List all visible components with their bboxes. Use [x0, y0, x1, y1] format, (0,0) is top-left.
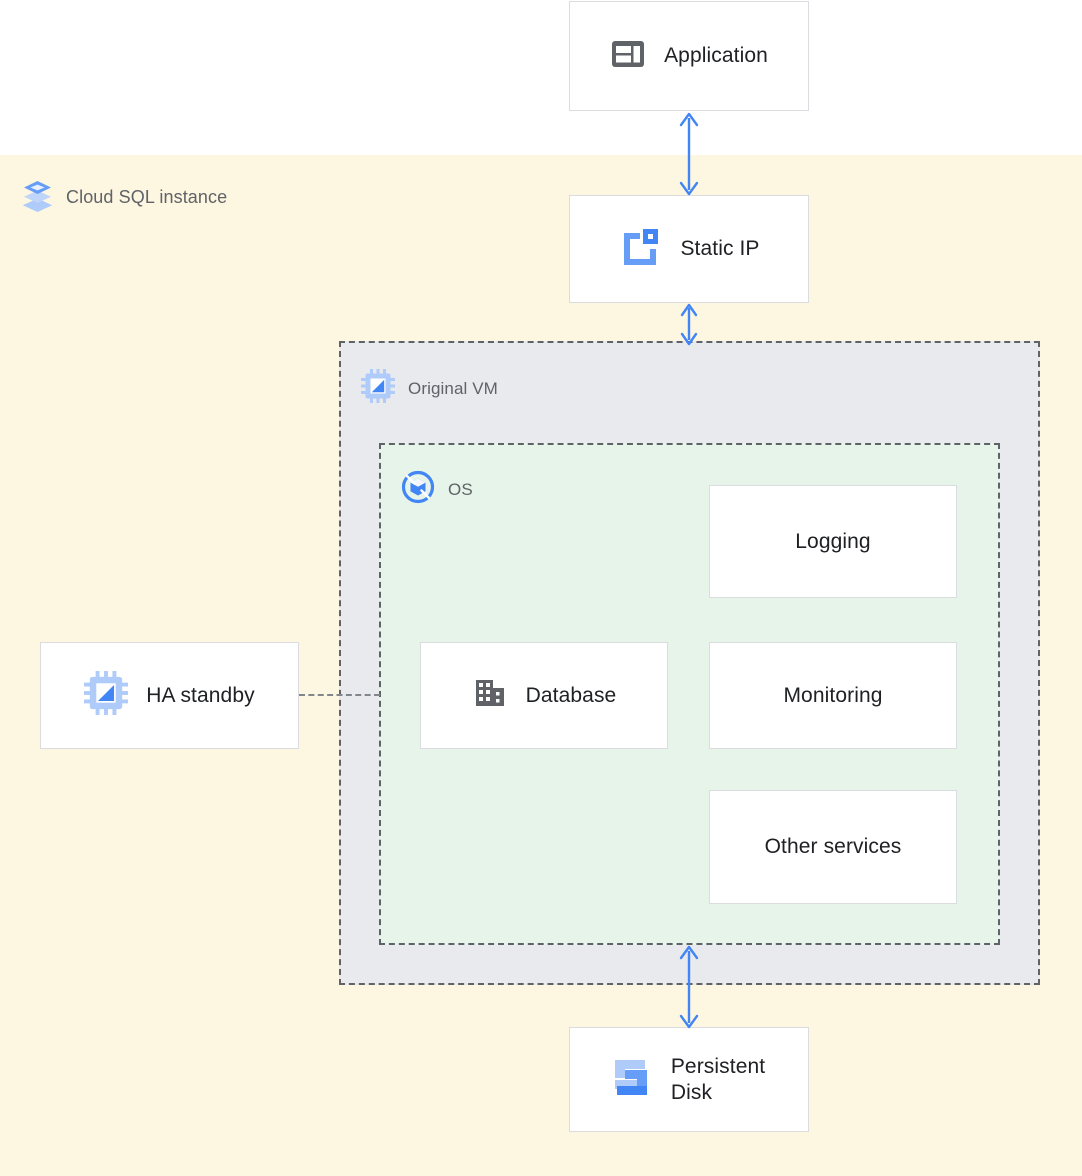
node-persistent-disk[interactable]: Persistent Disk [569, 1027, 809, 1132]
node-monitoring[interactable]: Monitoring [709, 642, 957, 749]
node-ha-standby[interactable]: HA standby [40, 642, 299, 749]
connector-static-ip-to-original-vm [669, 302, 709, 346]
building-icon [472, 675, 508, 716]
connector-application-to-static-ip [669, 110, 709, 198]
chip-icon [84, 671, 129, 720]
persistent-disk-icon [613, 1056, 653, 1103]
region-label-os: OS [401, 470, 473, 509]
connector-os-to-persistent-disk [669, 943, 709, 1031]
os-circle-icon [401, 470, 435, 509]
node-label-other-services: Other services [764, 835, 902, 859]
region-title-cloud-sql: Cloud SQL instance [66, 187, 228, 207]
node-application[interactable]: Application [569, 1, 809, 111]
vm-chip-icon [361, 369, 395, 408]
node-label-persistent-disk: Persistent Disk [670, 1054, 766, 1104]
region-title-os: OS [448, 479, 473, 499]
node-label-application: Application [664, 44, 768, 68]
node-static-ip[interactable]: Static IP [569, 195, 809, 303]
node-label-monitoring: Monitoring [783, 683, 883, 707]
cloud-sql-layers-icon [22, 178, 53, 217]
connector-ha-standby-to-database [299, 694, 380, 696]
node-database[interactable]: Database [420, 642, 668, 749]
node-label-static-ip: Static IP [680, 237, 760, 261]
region-title-original-vm: Original VM [408, 378, 498, 398]
region-label-cloud-sql-instance: Cloud SQL instance [22, 178, 227, 217]
static-ip-icon [618, 225, 662, 274]
region-label-original-vm: Original VM [361, 369, 498, 408]
node-label-ha-standby: HA standby [146, 683, 255, 707]
node-label-database: Database [525, 683, 617, 707]
application-layout-icon [610, 36, 646, 77]
node-label-logging: Logging [795, 529, 871, 553]
node-logging[interactable]: Logging [709, 485, 957, 598]
node-other-services[interactable]: Other services [709, 790, 957, 904]
